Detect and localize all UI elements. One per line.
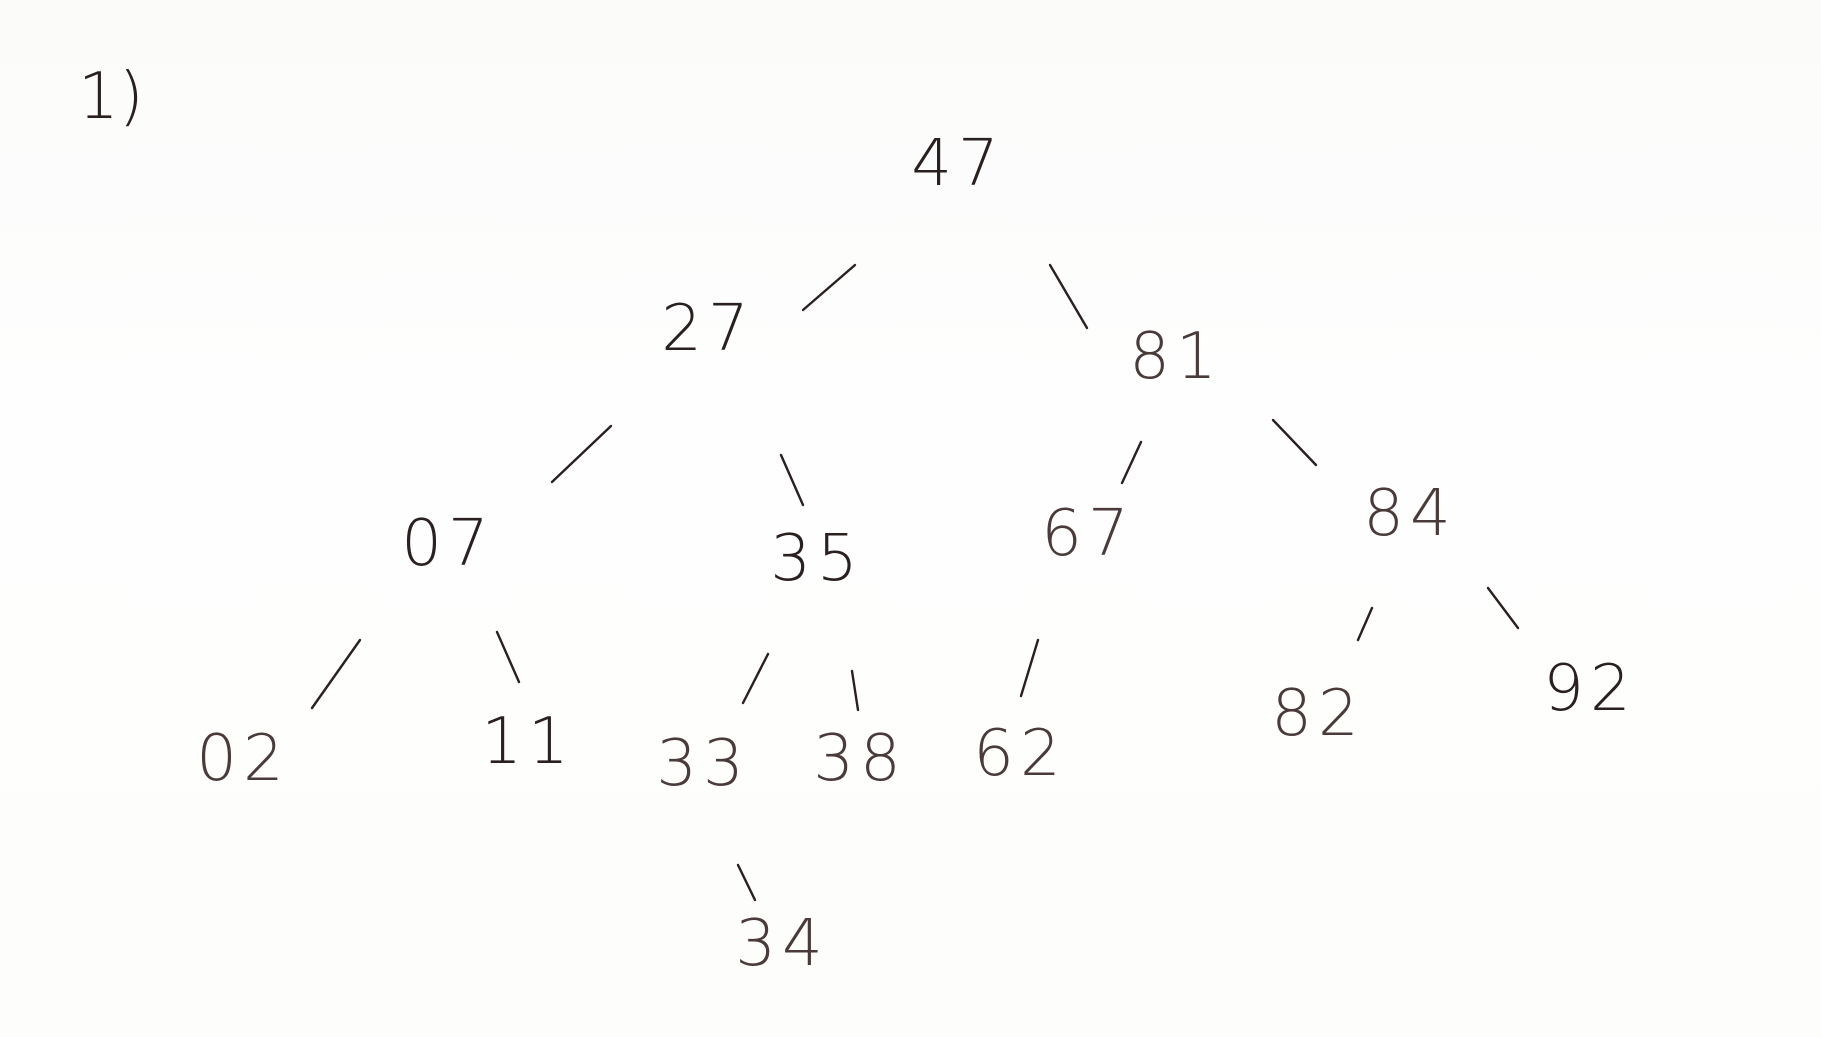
- tree-node-35: 35: [770, 522, 863, 596]
- tree-edge-33-34: [736, 863, 757, 902]
- tree-edge-27-07: [550, 424, 613, 484]
- tree-node-02: 02: [196, 722, 289, 796]
- tree-edge-27-35: [779, 453, 805, 507]
- tree-node-67: 67: [1041, 497, 1134, 571]
- tree-edge-84-82: [1356, 606, 1374, 642]
- tree-edge-35-38: [850, 669, 860, 712]
- tree-edge-67-62: [1019, 638, 1040, 698]
- tree-edge-07-11: [495, 630, 521, 684]
- tree-node-07: 07: [401, 507, 494, 581]
- tree-node-62: 62: [973, 717, 1066, 791]
- tree-edge-84-92: [1486, 586, 1520, 630]
- tree-node-27: 27: [661, 292, 754, 366]
- tree-node-92: 92: [1543, 652, 1636, 726]
- tree-edge-35-33: [741, 652, 770, 705]
- tree-edge-47-81: [1048, 263, 1089, 330]
- tree-node-81: 81: [1129, 320, 1222, 394]
- tree-node-34: 34: [735, 907, 828, 981]
- tree-edge-81-84: [1271, 418, 1318, 467]
- tree-node-47: 47: [911, 127, 1004, 201]
- tree-edge-47-27: [801, 263, 857, 312]
- tree-node-33: 33: [656, 727, 749, 801]
- problem-number: 1): [78, 60, 144, 134]
- tree-node-38: 38: [813, 722, 906, 796]
- tree-edge-07-02: [310, 638, 362, 710]
- tree-nodes: 47 27 81 07 35 67 84 02 11 33 38 62 82 92 34: [196, 127, 1636, 981]
- tree-node-11: 11: [481, 705, 574, 779]
- tree-edge-81-67: [1120, 440, 1143, 485]
- tree-node-82: 82: [1271, 677, 1364, 751]
- tree-edges: [310, 263, 1520, 902]
- tree-node-84: 84: [1363, 477, 1456, 551]
